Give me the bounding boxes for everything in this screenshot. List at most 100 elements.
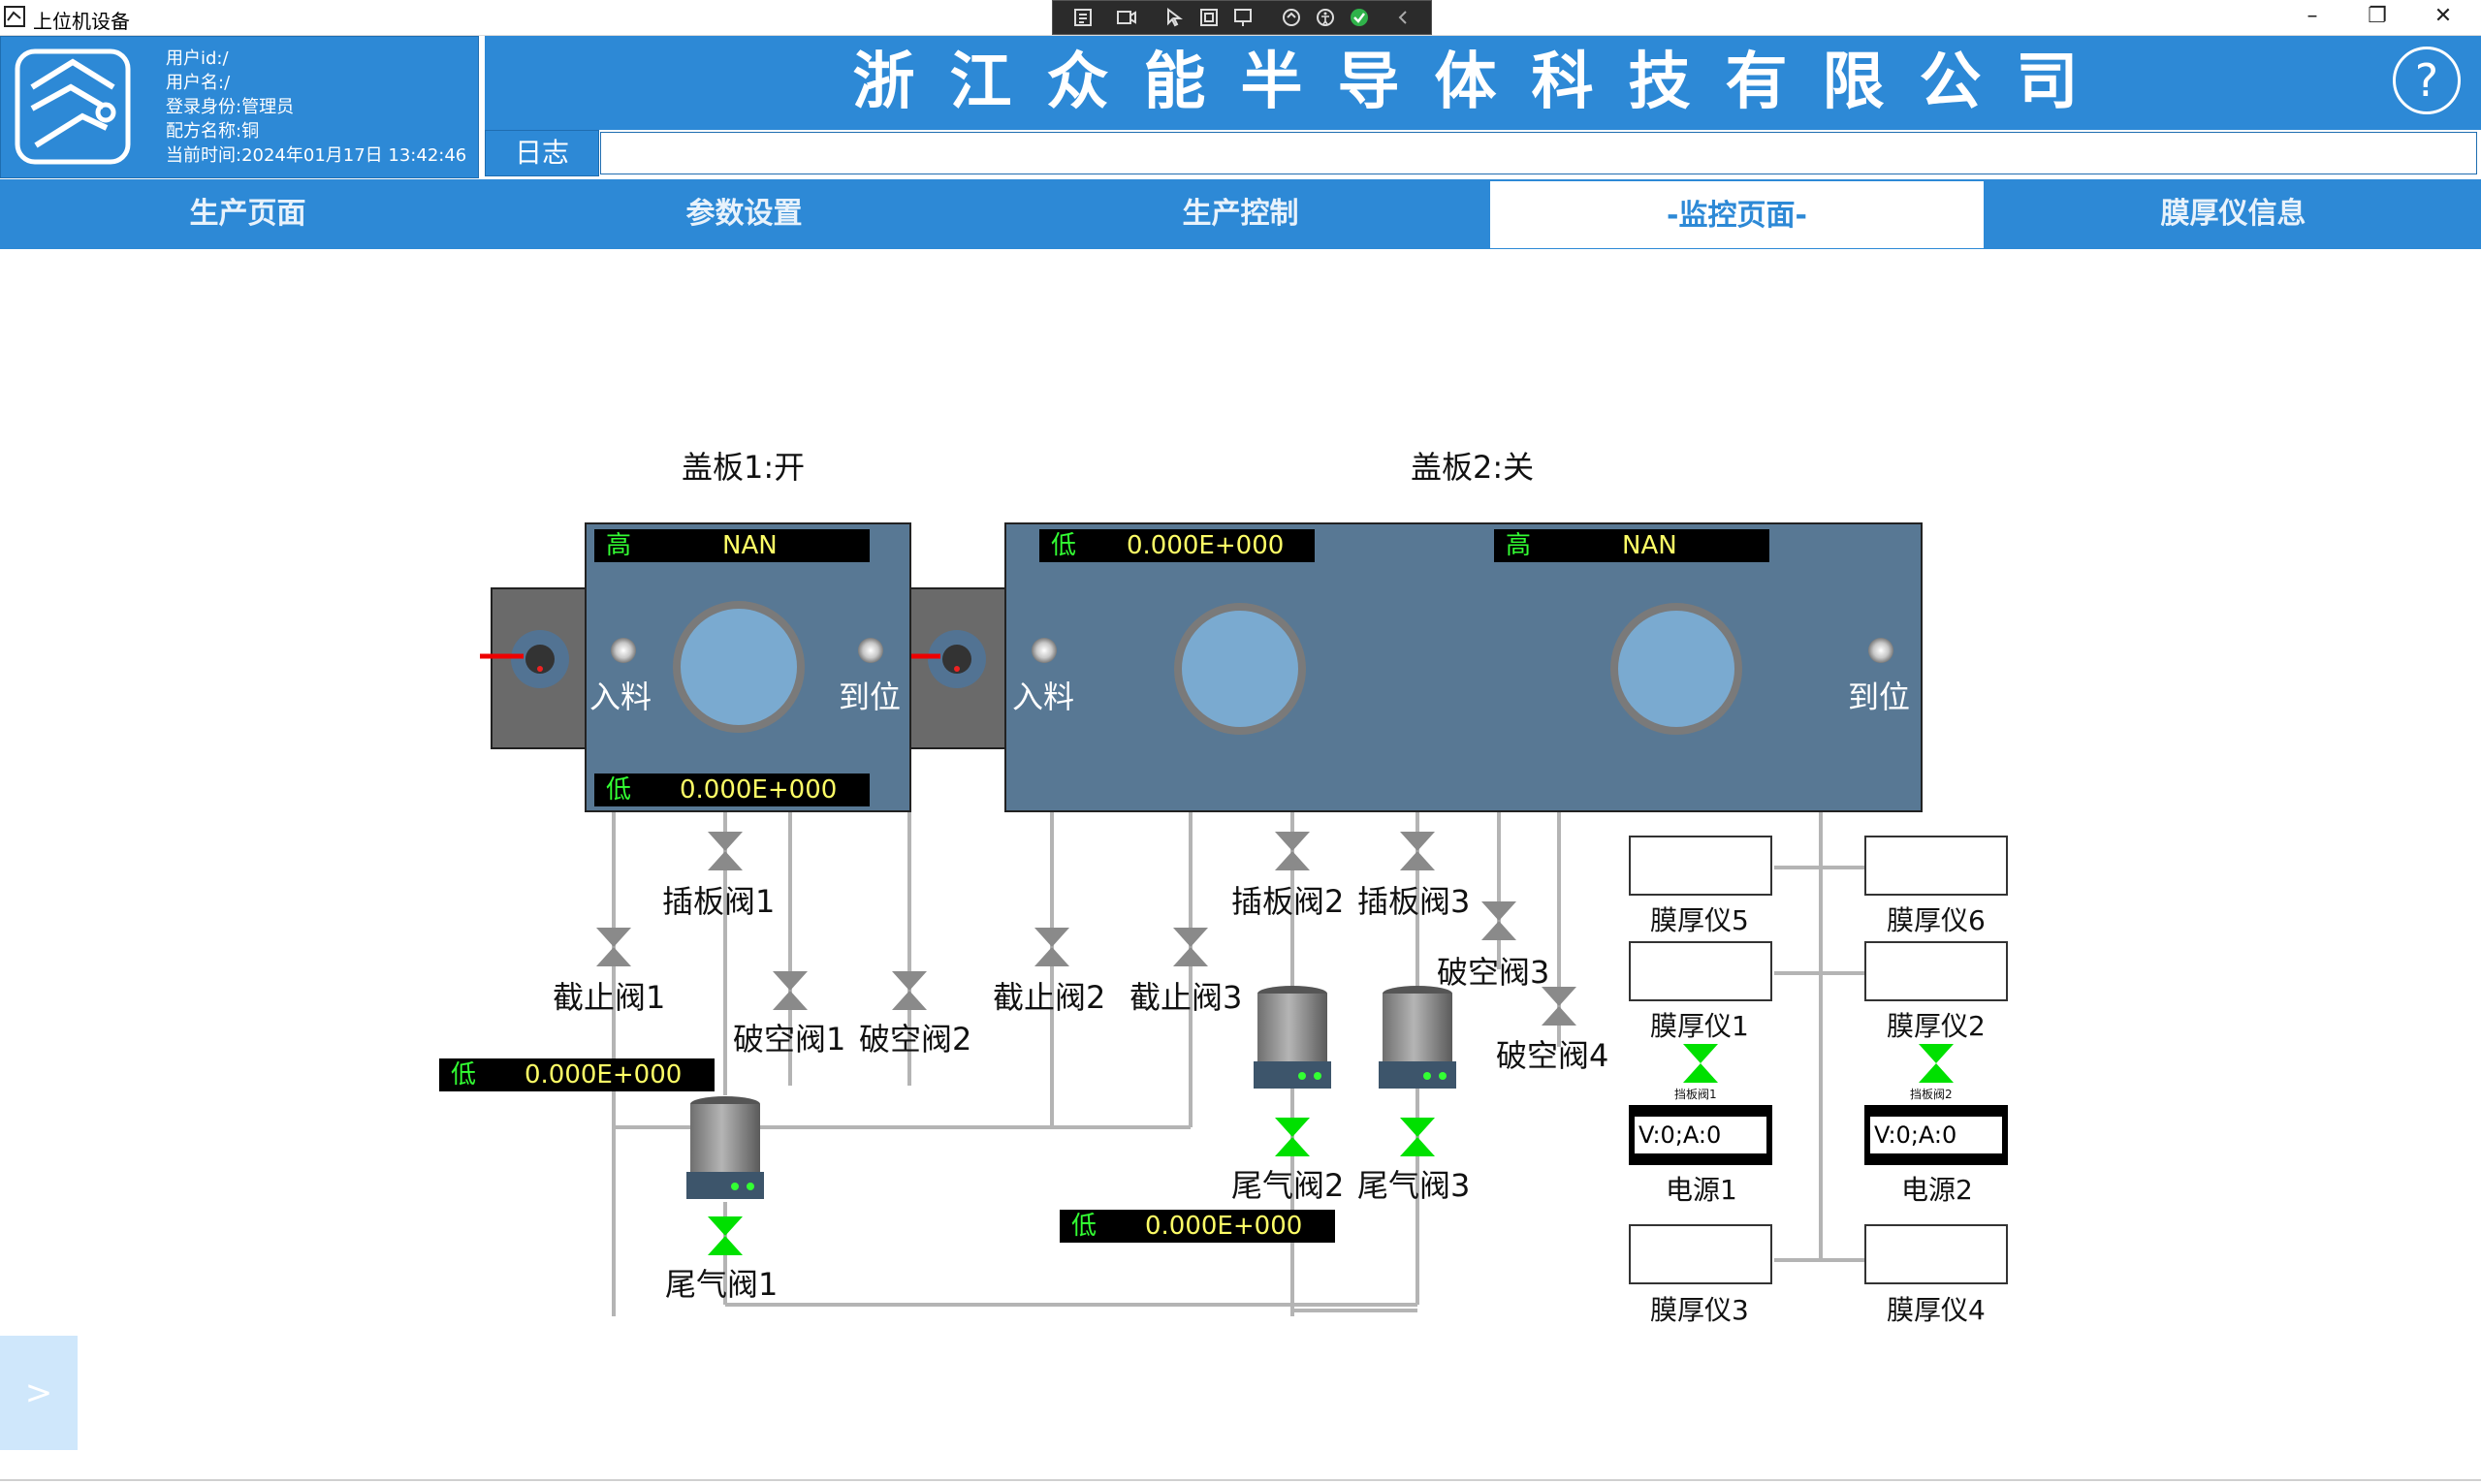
user-role: 登录身份:管理员 — [166, 97, 295, 117]
pump-2-icon — [1254, 986, 1331, 1089]
thickness-meter-5-display — [1629, 836, 1772, 896]
thickness-meter-5-label: 膜厚仪5 — [1650, 904, 1749, 936]
track-focus-icon[interactable] — [1232, 7, 1254, 28]
recipe-name: 配方名称:铜 — [166, 121, 260, 142]
user-name: 用户名:/ — [166, 73, 231, 93]
tab-monitor[interactable]: -监控页面- — [1489, 180, 1985, 249]
chamber-1-in-lamp — [611, 638, 636, 663]
exhaust-valve-2-label: 尾气阀2 — [1231, 1167, 1345, 1204]
power-supply-2-label: 电源2 — [1901, 1174, 1973, 1206]
cover-1-status: 盖板1:开 — [682, 449, 806, 486]
close-button[interactable]: ✕ — [2433, 4, 2453, 28]
power-supply-1-value: V:0;A:0 — [1635, 1117, 1766, 1153]
thickness-meter-3-display — [1629, 1224, 1772, 1284]
live-tree-icon[interactable] — [1072, 7, 1094, 28]
stop-valve-3-icon[interactable] — [1173, 928, 1208, 966]
bottom-divider — [0, 1479, 2481, 1481]
chamber-2-window-left — [1174, 603, 1306, 735]
gate-valve-1-icon[interactable] — [708, 832, 743, 870]
exhaust-valve-1-label: 尾气阀1 — [665, 1266, 779, 1303]
app-icon — [4, 6, 25, 27]
thickness-meter-2-label: 膜厚仪2 — [1887, 1010, 1986, 1042]
thickness-meter-3-label: 膜厚仪3 — [1650, 1294, 1749, 1326]
thickness-meter-1-label: 膜厚仪1 — [1650, 1010, 1749, 1042]
tab-production[interactable]: 生产页面 — [189, 197, 306, 231]
user-id: 用户id:/ — [166, 48, 229, 69]
window-title: 上位机设备 — [33, 10, 130, 33]
log-field[interactable] — [600, 132, 2477, 174]
minimize-button[interactable]: – — [2306, 4, 2318, 28]
tab-parameters[interactable]: 参数设置 — [685, 197, 803, 231]
vent-valve-1-label: 破空阀1 — [733, 1021, 846, 1058]
tab-production-control[interactable]: 生产控制 — [1182, 197, 1299, 231]
chamber-1-in-label: 入料 — [589, 679, 652, 715]
window-titlebar: 上位机设备 – ❐ ✕ — [0, 0, 2481, 36]
exhaust-valve-2-icon[interactable] — [1275, 1118, 1310, 1156]
chamber-1-arrive-label: 到位 — [839, 679, 902, 715]
thickness-meter-6-label: 膜厚仪6 — [1887, 904, 1986, 936]
shutter-valve-2-icon[interactable] — [1919, 1044, 1954, 1083]
thickness-meter-2-display — [1864, 941, 2008, 1001]
shutter-valve-1-icon[interactable] — [1683, 1044, 1718, 1083]
help-button[interactable]: ? — [2393, 47, 2461, 114]
gate-valve-3-icon[interactable] — [1400, 832, 1435, 870]
exhaust-valve-3-label: 尾气阀3 — [1357, 1167, 1471, 1204]
chamber-2-arrive-lamp — [1868, 638, 1893, 663]
tab-thickness-meter-info[interactable]: 膜厚仪信息 — [2160, 197, 2306, 231]
vent-valve-4-icon[interactable] — [1542, 987, 1576, 1026]
gate-valve-2-label: 插板阀2 — [1231, 883, 1345, 920]
company-logo-icon — [15, 48, 131, 165]
chamber-1-arrive-lamp — [858, 638, 883, 663]
company-banner: 浙江众能半导体科技有限公司 — [485, 36, 2481, 130]
chamber-2-in-label: 入料 — [1012, 679, 1075, 715]
power-supply-1: V:0;A:0 — [1629, 1105, 1772, 1165]
accessibility-icon[interactable] — [1315, 7, 1336, 28]
gate-valve-2-icon[interactable] — [1275, 832, 1310, 870]
maximize-button[interactable]: ❐ — [2368, 4, 2387, 28]
exhaust-valve-3-icon[interactable] — [1400, 1118, 1435, 1156]
stop-valve-1-label: 截止阀1 — [553, 979, 666, 1016]
user-panel: 用户id:/ 用户名:/ 登录身份:管理员 配方名称:铜 当前时间:2024年0… — [0, 36, 479, 178]
vent-valve-3-label: 破空阀3 — [1437, 954, 1550, 991]
pump-1-icon — [686, 1096, 764, 1199]
log-label: 日志 — [485, 130, 599, 176]
power-supply-2-value: V:0;A:0 — [1870, 1117, 2002, 1153]
thickness-meter-4-label: 膜厚仪4 — [1887, 1294, 1986, 1326]
chamber-1-window — [673, 601, 805, 733]
collapse-chevron-icon[interactable] — [1392, 7, 1414, 28]
exhaust-valve-1-icon[interactable] — [708, 1216, 743, 1255]
shutter-valve-1-label: 挡板阀1 — [1674, 1088, 1717, 1101]
side-drawer-toggle[interactable]: > — [0, 1336, 78, 1450]
power-supply-2: V:0;A:0 — [1864, 1105, 2008, 1165]
thickness-meter-1-display — [1629, 941, 1772, 1001]
chamber-2 — [1004, 522, 1923, 812]
hot-reload-icon[interactable] — [1281, 7, 1302, 28]
thickness-meter-4-display — [1864, 1224, 2008, 1284]
status-ok-icon — [1351, 9, 1368, 26]
gate-valve-3-label: 插板阀3 — [1357, 883, 1471, 920]
layout-adorner-icon[interactable] — [1198, 7, 1220, 28]
select-element-icon[interactable] — [1164, 7, 1186, 28]
stop-valve-1-icon[interactable] — [596, 928, 631, 966]
vent-valve-2-icon[interactable] — [892, 971, 927, 1010]
vent-valve-1-icon[interactable] — [773, 971, 808, 1010]
vent-valve-4-label: 破空阀4 — [1496, 1037, 1609, 1074]
debug-toolbar — [1052, 0, 1432, 35]
current-time: 当前时间:2024年01月17日 13:42:46 — [166, 145, 467, 166]
cover-2-status: 盖板2:关 — [1411, 449, 1535, 486]
shutter-valve-2-label: 挡板阀2 — [1910, 1088, 1953, 1101]
chamber-2-window-right — [1610, 603, 1742, 735]
vent-valve-2-label: 破空阀2 — [859, 1021, 972, 1058]
pump-3-icon — [1379, 986, 1456, 1089]
power-supply-1-label: 电源1 — [1666, 1174, 1737, 1206]
vent-valve-3-icon[interactable] — [1481, 901, 1516, 940]
stop-valve-2-icon[interactable] — [1034, 928, 1069, 966]
record-icon[interactable] — [1116, 7, 1137, 28]
